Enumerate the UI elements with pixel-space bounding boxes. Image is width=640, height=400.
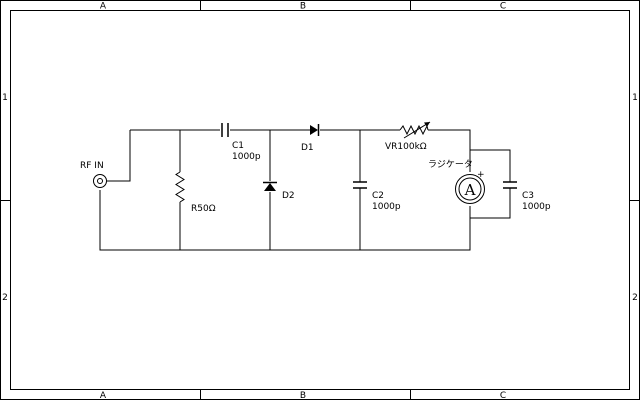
zone-row-1-right: 1: [632, 93, 638, 103]
zone-row-1-left: 1: [2, 93, 8, 103]
capacitor-c1: [221, 123, 229, 137]
capacitor-c3: [503, 181, 517, 189]
zone-col-b-top: B: [300, 2, 306, 12]
capacitor-c2: [353, 181, 367, 189]
c1-value: 1000p: [232, 152, 261, 162]
diode-d2: [263, 181, 277, 191]
zone-row-2-right: 2: [632, 293, 638, 303]
rf-in-connector: [93, 174, 107, 188]
d2-label: D2: [282, 191, 295, 201]
vr-label: VR100kΩ: [385, 142, 427, 152]
zone-col-b-bottom: B: [300, 391, 306, 400]
ammeter-label: ラジケータ: [428, 159, 473, 170]
zone-col-c-bottom: C: [500, 391, 506, 400]
c2-name: C2: [372, 191, 384, 201]
zone-col-c-top: C: [500, 2, 506, 12]
variable-resistor-vr: [399, 121, 431, 139]
diode-d1: [310, 124, 320, 136]
r50-label: R50Ω: [191, 204, 216, 214]
c3-value: 1000p: [522, 202, 551, 212]
zone-col-a-top: A: [100, 2, 107, 12]
c1-name: C1: [232, 141, 244, 151]
d1-label: D1: [301, 143, 314, 153]
zone-col-a-bottom: A: [100, 391, 107, 400]
zone-row-2-left: 2: [2, 293, 8, 303]
rf-in-label: RF IN: [80, 161, 104, 171]
c3-name: C3: [522, 191, 534, 201]
wires: [99, 129, 511, 251]
ammeter: [455, 174, 485, 204]
ammeter-symbol: A: [464, 181, 476, 199]
c2-value: 1000p: [372, 202, 401, 212]
resistor-r50: [175, 171, 185, 203]
ammeter-polarity: +: [477, 170, 485, 180]
